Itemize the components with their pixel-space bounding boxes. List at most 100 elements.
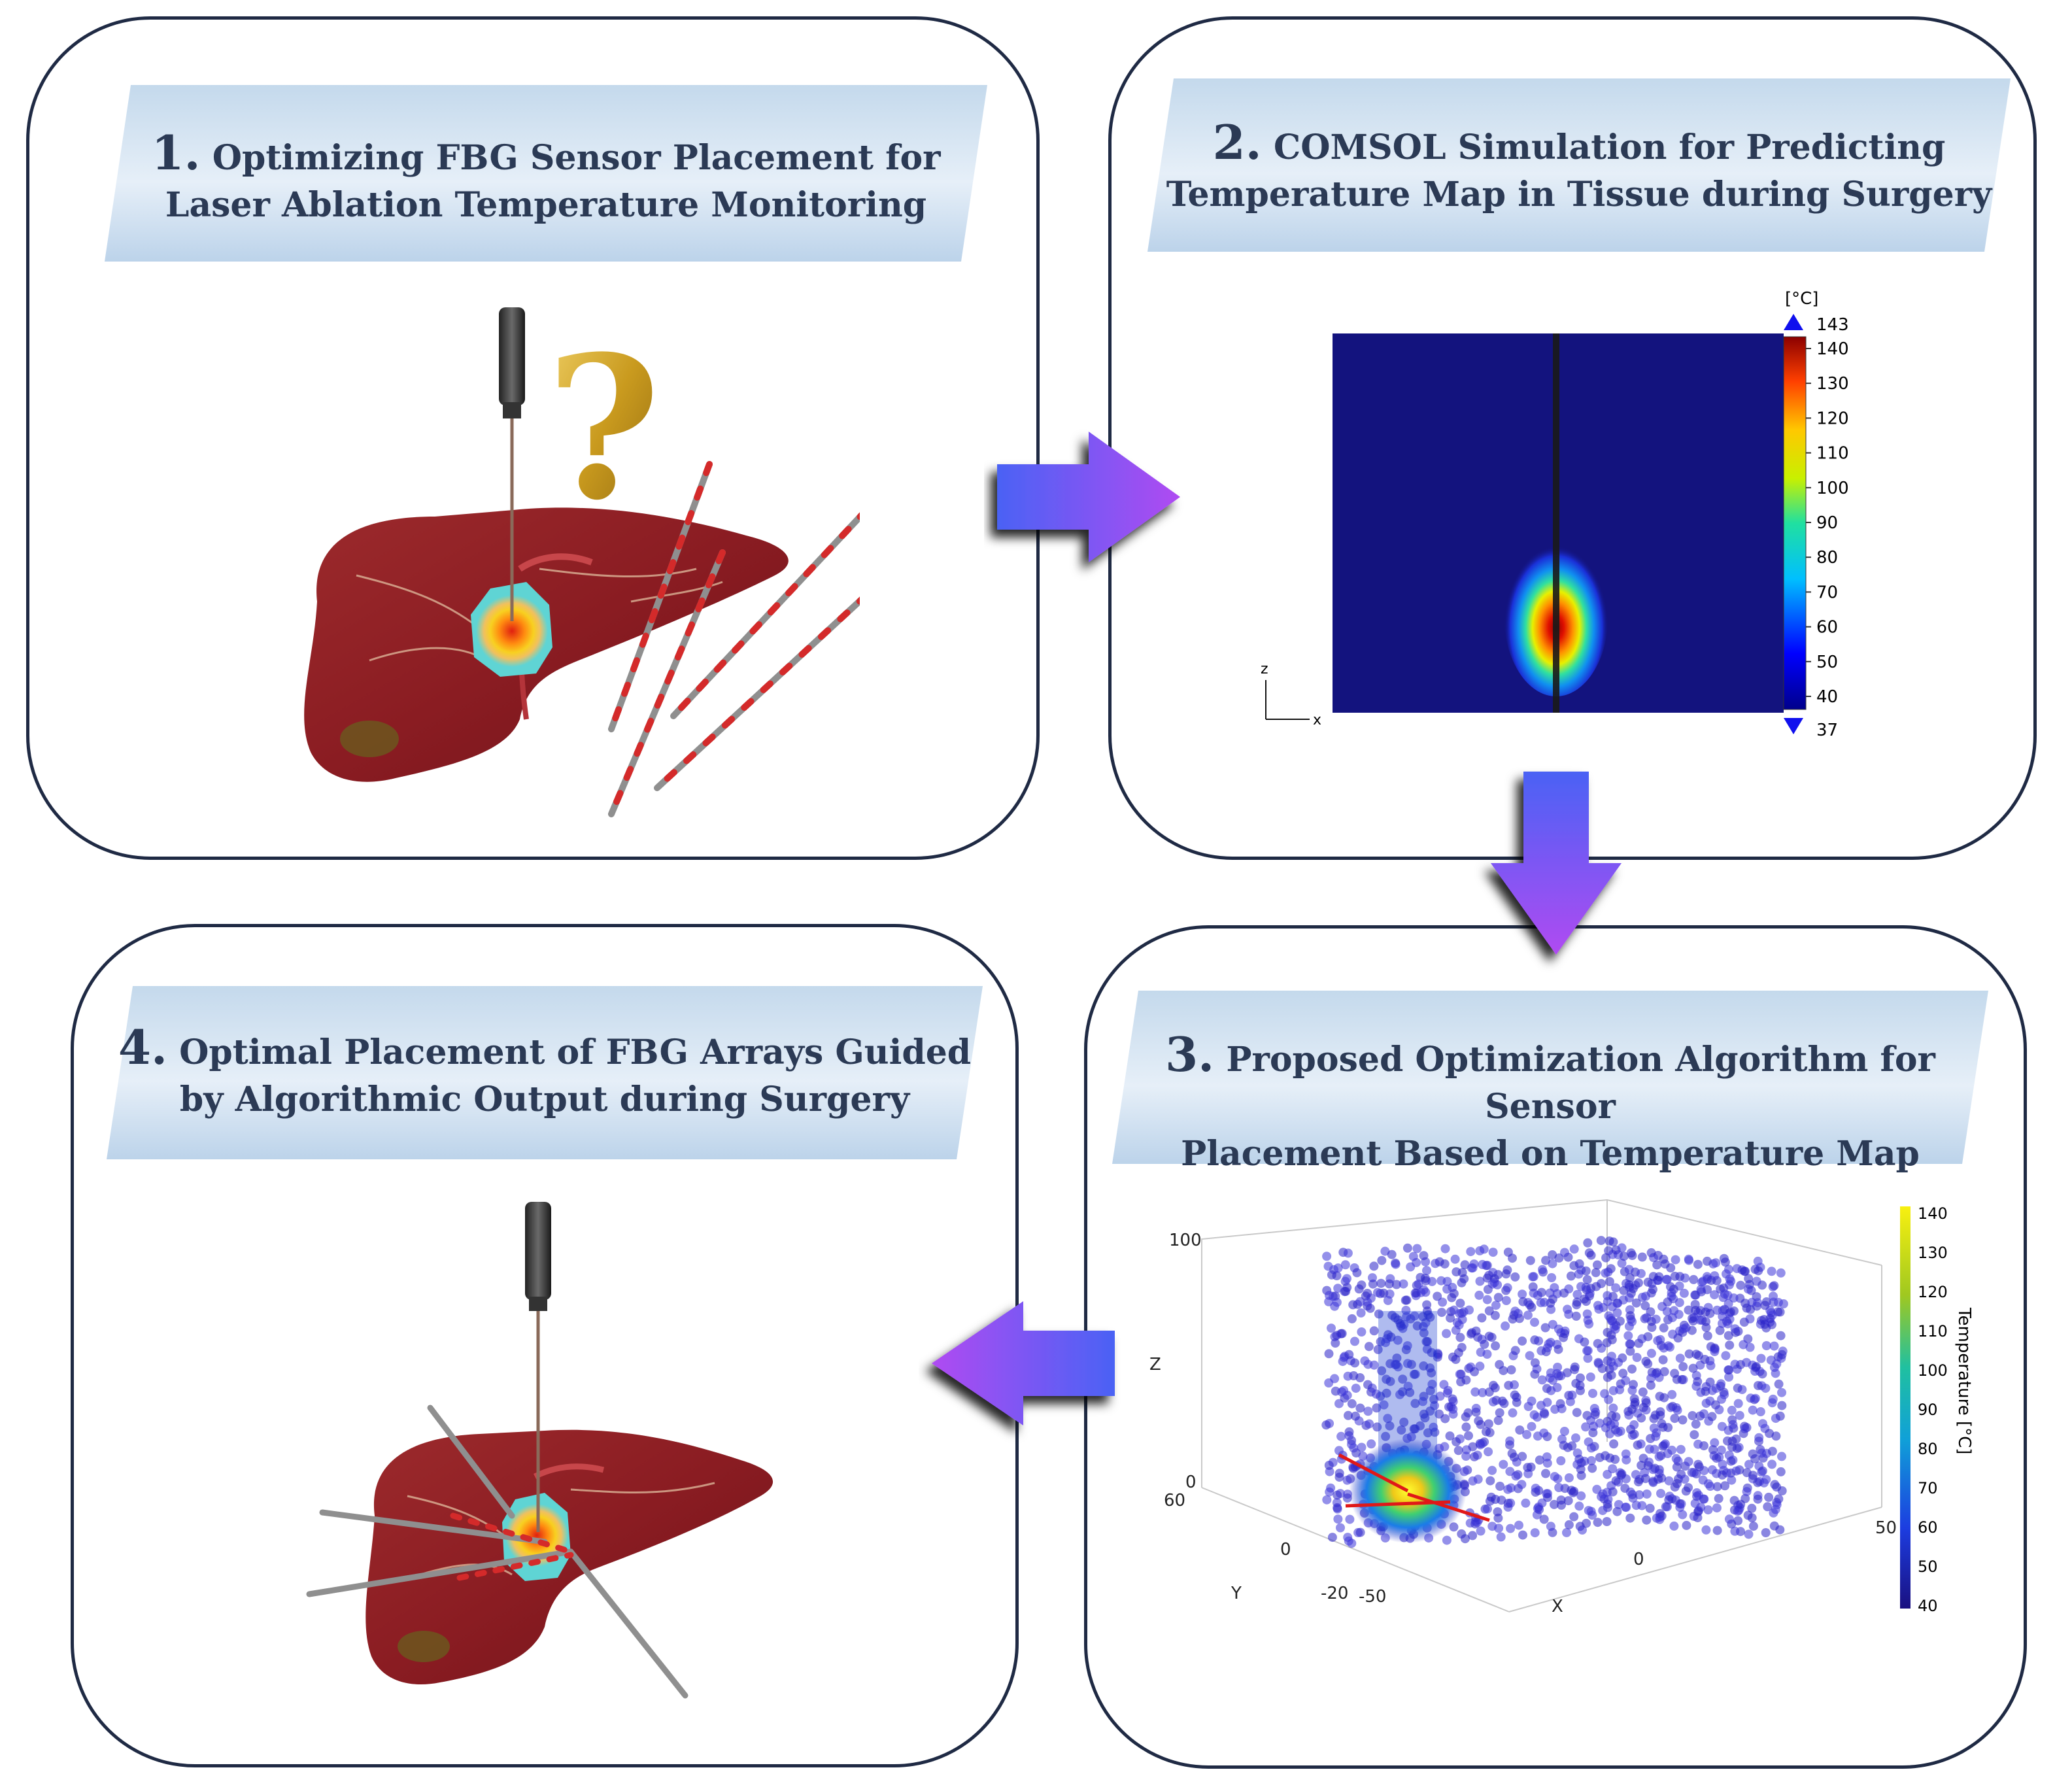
cloud-point [1771,1369,1780,1378]
cloud-point [1671,1403,1681,1412]
cloud-point [1638,1387,1648,1397]
cloud-point [1710,1438,1720,1448]
cloud-point [1355,1373,1365,1382]
cloud-point [1700,1355,1710,1364]
cloud-point [1570,1362,1580,1372]
cloud-point [1421,1287,1431,1297]
cloud-point [1455,1299,1465,1308]
cloud-point [1440,1414,1450,1423]
cloud-point [1693,1507,1703,1516]
cloud-point [1581,1282,1591,1292]
cloud-point [1684,1255,1694,1265]
cloud-point [1675,1503,1685,1512]
colorbar-3d-tick-label: 70 [1918,1479,1938,1497]
cloud-point [1322,1495,1332,1505]
cloud-point [1325,1487,1334,1497]
x-tick-50: 50 [1875,1518,1897,1538]
cloud-point [1548,1320,1557,1329]
cloud-point [1717,1394,1726,1404]
cloud-point [1712,1525,1722,1535]
cloud-point [1682,1520,1691,1530]
cloud-point [1602,1517,1612,1526]
cloud-point [1711,1258,1721,1268]
cloud-point [1656,1489,1665,1498]
cloud-point [1504,1380,1514,1390]
cloud-point [1728,1420,1738,1429]
cloud-point [1377,1255,1387,1265]
cloud-point [1429,1422,1438,1432]
cloud-point [1654,1474,1663,1484]
cloud-point [1386,1332,1396,1342]
cloud-point [1708,1445,1718,1455]
cloud-point [1442,1535,1452,1545]
cloud-point [1769,1281,1779,1291]
cloud-point [1503,1502,1513,1512]
cloud-point [1474,1290,1484,1300]
cloud-point [1571,1311,1581,1321]
cloud-point [1442,1284,1452,1294]
cloud-point [1753,1478,1763,1488]
cloud-point [1518,1289,1527,1299]
cloud-point [1390,1359,1400,1369]
cloud-point [1748,1522,1758,1531]
cloud-point [1754,1433,1764,1442]
cloud-point [1605,1277,1614,1286]
step-2-panel: 2. COMSOL Simulation for Predicting Temp… [1108,16,2037,860]
step-1-title: 1. Optimizing FBG Sensor Placement for L… [105,129,987,229]
cloud-point [1767,1459,1777,1469]
cloud-point [1731,1466,1741,1476]
cloud-point [1720,1481,1730,1491]
cloud-point [1548,1259,1557,1269]
cloud-point [1646,1373,1656,1383]
cloud-point [1468,1476,1478,1486]
cloud-point [1751,1393,1760,1403]
cloud-point [1470,1367,1479,1376]
colorbar-tick-label: 60 [1816,618,1838,638]
cloud-point [1446,1313,1455,1323]
cloud-point [1350,1337,1359,1346]
axis-x-label: x [1313,712,1321,728]
cloud-point [1475,1246,1485,1255]
cloud-point [1658,1355,1668,1365]
cloud-point [1336,1431,1346,1441]
cloud-point [1383,1295,1393,1305]
cloud-point [1397,1425,1406,1435]
cloud-point [1775,1411,1785,1421]
cloud-point [1576,1465,1586,1474]
cloud-point [1470,1516,1480,1526]
cloud-point [1767,1267,1776,1276]
cloud-point [1530,1335,1540,1345]
cloud-point [1327,1323,1336,1333]
cloud-point [1761,1528,1771,1537]
cloud-point [1689,1468,1699,1477]
cloud-point [1455,1333,1465,1342]
cloud-point [1401,1295,1410,1305]
cloud-point [1664,1476,1674,1486]
cloud-point [1658,1441,1668,1451]
cloud-point [1399,1418,1409,1427]
cloud-point [1427,1368,1436,1378]
cloud-point [1654,1452,1664,1461]
cloud-point [1603,1495,1613,1504]
cloud-point [1777,1401,1787,1410]
cloud-point [1716,1445,1726,1455]
colorbar-tick-label: 90 [1816,513,1838,533]
cloud-point [1678,1510,1688,1520]
cloud-point [1588,1389,1597,1398]
cloud-point [1701,1399,1711,1408]
cloud-point [1471,1326,1481,1336]
cloud-point [1494,1524,1504,1533]
cloud-point [1484,1387,1494,1397]
cloud-point [1747,1513,1757,1523]
cloud-point [1761,1341,1771,1350]
cloud-point [1402,1243,1412,1253]
cloud-point [1569,1512,1579,1522]
cloud-point [1693,1439,1703,1449]
colorbar-tick-label: 100 [1816,479,1849,498]
cloud-point [1691,1382,1701,1391]
cloud-point [1742,1303,1752,1313]
cloud-point [1723,1436,1732,1446]
cloud-point [1419,1361,1429,1371]
cloud-point [1564,1520,1574,1529]
cloud-point [1398,1387,1408,1397]
